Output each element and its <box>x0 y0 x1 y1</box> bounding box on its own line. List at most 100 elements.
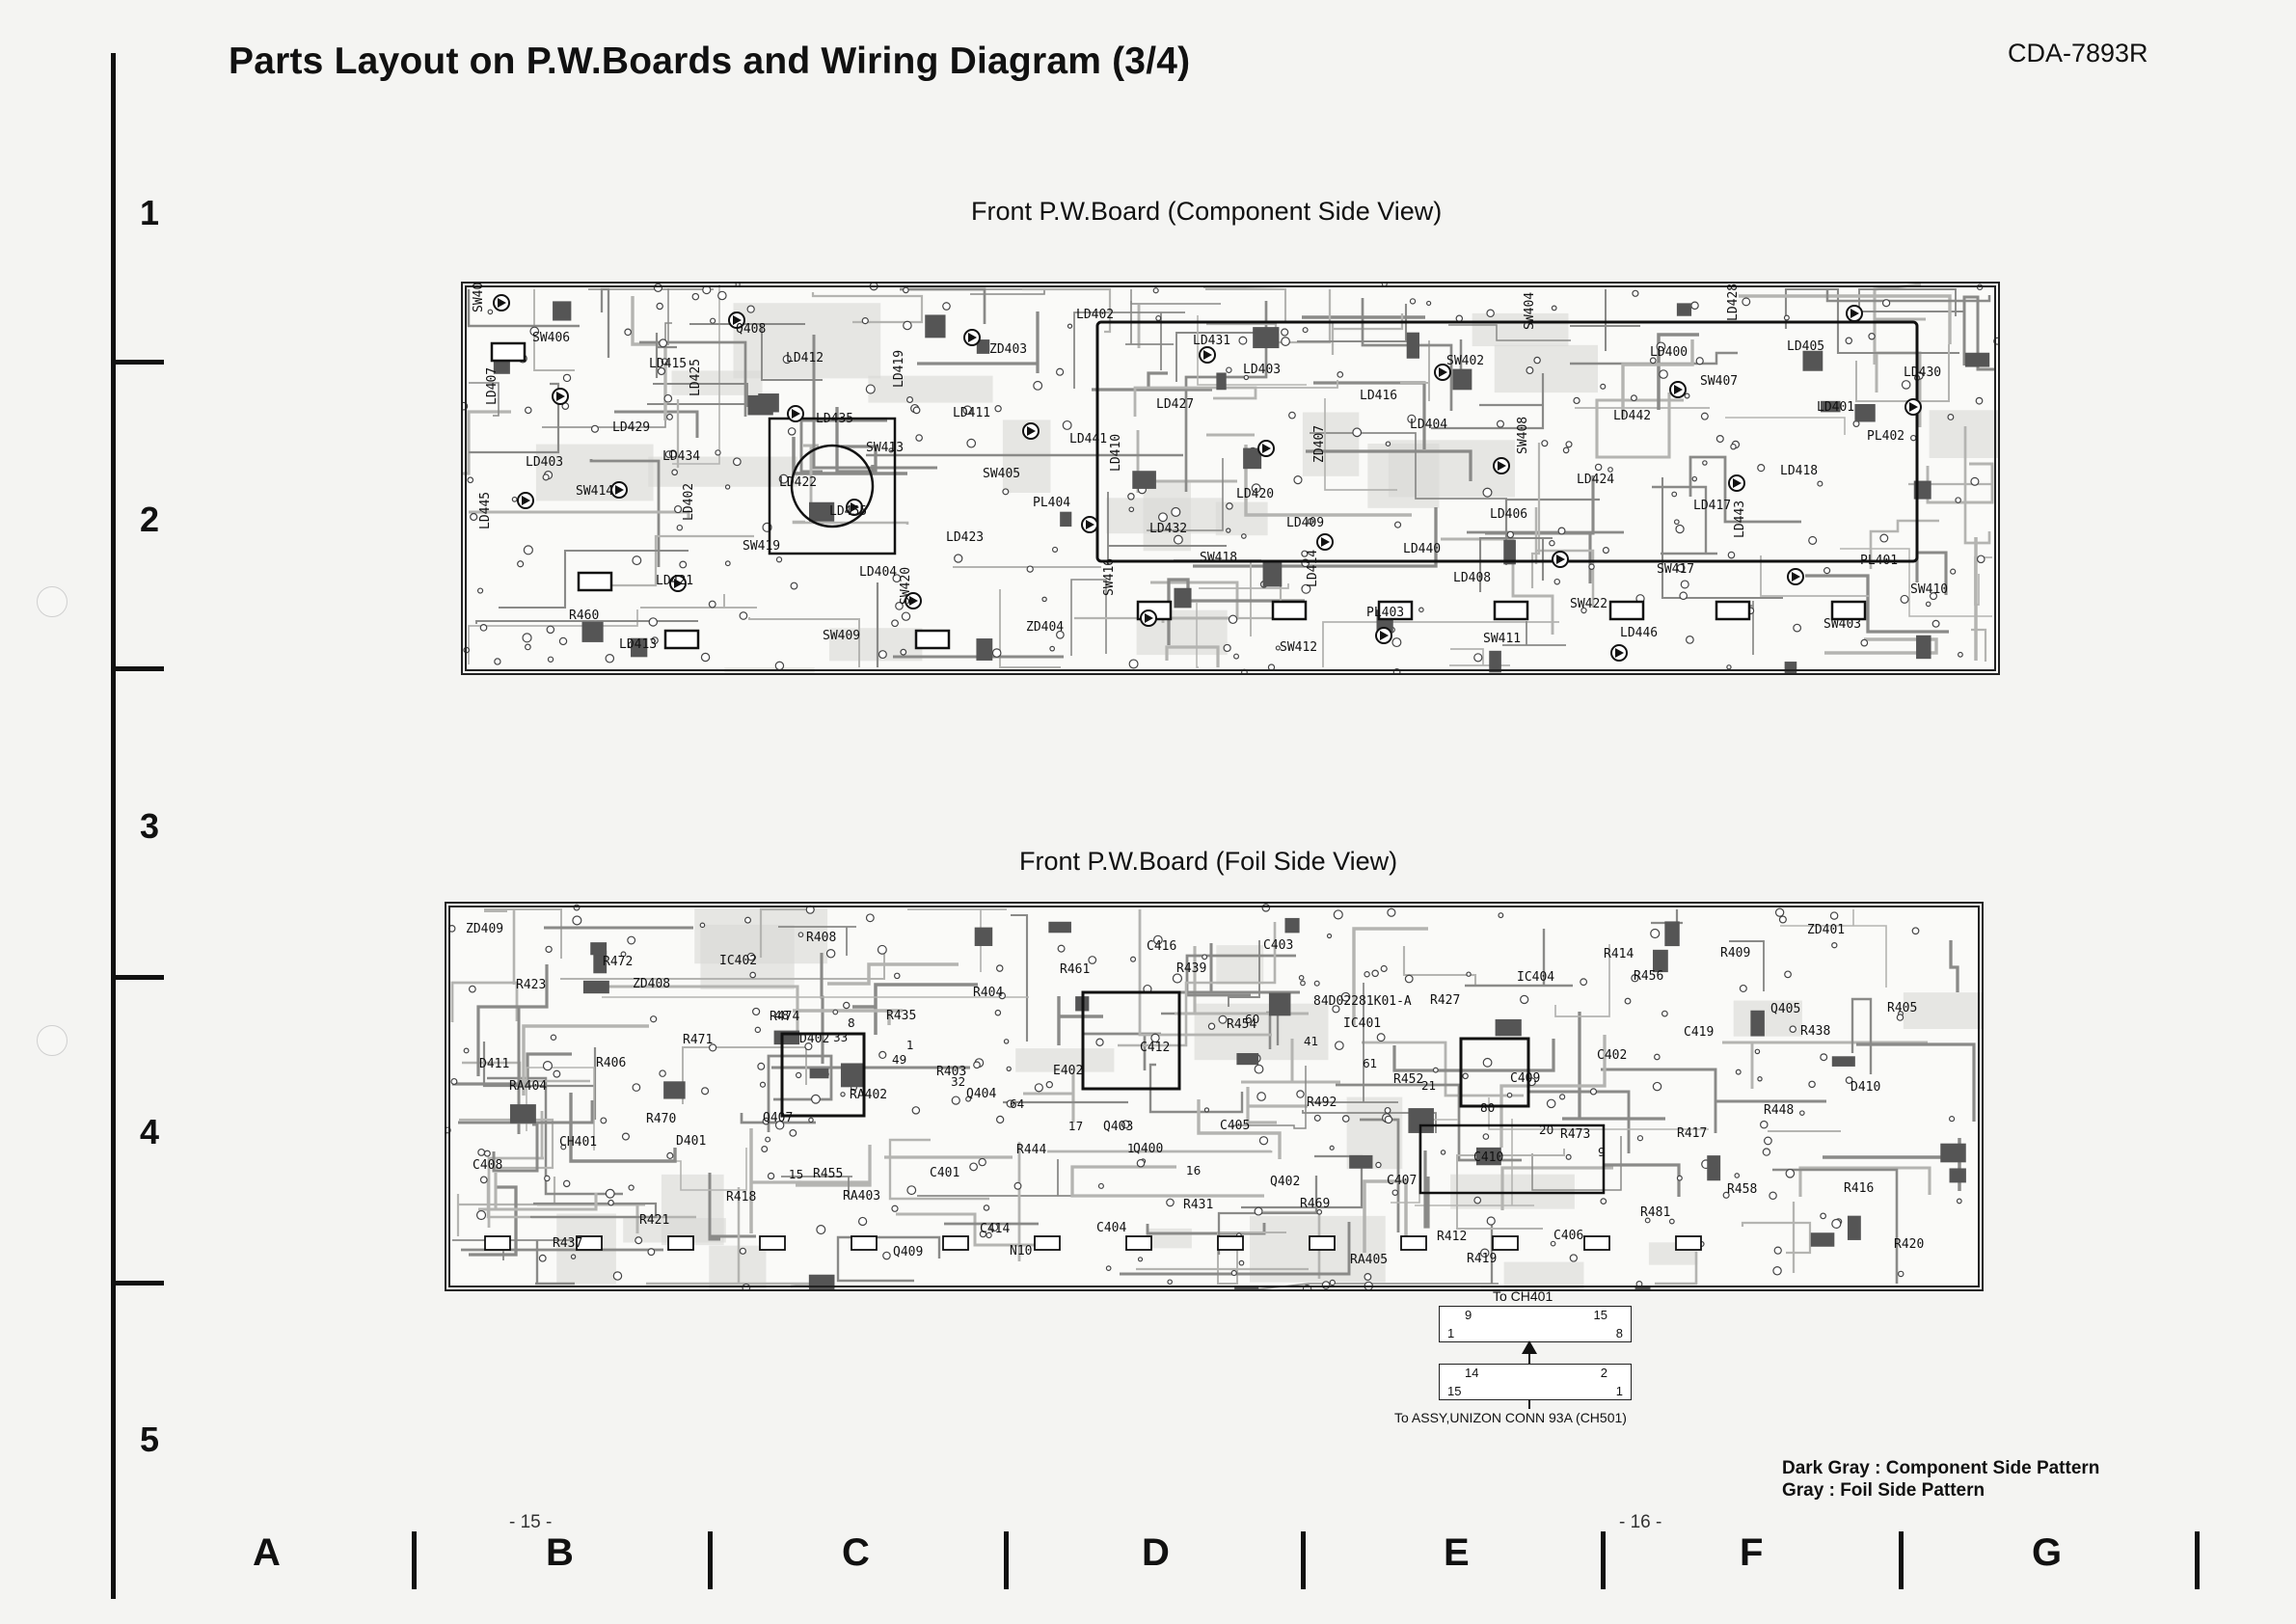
via-pad <box>1479 1248 1490 1259</box>
via-pad <box>1630 394 1637 402</box>
pcb-trace <box>499 549 689 609</box>
via-pad <box>986 1232 992 1239</box>
via-pad <box>635 1236 643 1245</box>
via-pad <box>679 560 688 569</box>
via-pad <box>804 1042 813 1051</box>
via-pad <box>1041 596 1047 603</box>
part-label: Q403 <box>1103 1120 1133 1134</box>
via-pad <box>1167 1279 1173 1286</box>
via-pad <box>1762 1148 1771 1156</box>
part-label: R404 <box>973 986 1003 1000</box>
led-symbol <box>968 333 977 342</box>
pcb-trace <box>614 410 699 438</box>
via-pad <box>1588 563 1595 570</box>
pcb-trace <box>478 1173 598 1211</box>
via-pad <box>991 648 1002 658</box>
via-pad <box>1218 1015 1228 1024</box>
via-pad <box>1243 374 1250 381</box>
pcb-trace <box>600 287 610 358</box>
via-pad <box>483 1150 491 1157</box>
via-pad <box>558 636 568 646</box>
smd-part <box>576 1235 603 1251</box>
part-label: SW406 <box>532 331 570 345</box>
via-pad <box>1702 460 1708 466</box>
led-symbol <box>1615 648 1624 658</box>
pcb-trace <box>1856 1042 1976 1122</box>
via-pad <box>754 1026 762 1034</box>
via-pad <box>1739 984 1747 992</box>
via-pad <box>1049 645 1056 652</box>
via-pad <box>1680 580 1689 589</box>
pcb-trace <box>888 1138 989 1201</box>
via-pad <box>1288 411 1296 420</box>
via-pad <box>546 625 555 635</box>
pcb-trace <box>1184 301 1268 492</box>
via-pad <box>994 405 1002 413</box>
via-pad <box>708 1043 717 1052</box>
via-pad <box>475 1209 487 1221</box>
part-label: LD427 <box>1156 397 1194 412</box>
via-pad <box>699 922 706 929</box>
pattern-block <box>1810 1232 1835 1247</box>
pin-label: 2 <box>1600 1366 1607 1380</box>
part-label: R492 <box>1307 1096 1337 1110</box>
via-pad <box>1003 1039 1010 1044</box>
pin-label: 15 <box>1447 1384 1462 1398</box>
pattern-block <box>976 339 990 354</box>
via-pad <box>1486 1216 1496 1226</box>
pattern-block <box>1060 511 1072 528</box>
pcb-trace <box>708 1173 756 1241</box>
part-label: LD423 <box>946 530 984 545</box>
pcb-trace <box>1297 304 1408 343</box>
part-label: SW409 <box>823 629 860 643</box>
pcb-trace <box>1310 983 1398 1103</box>
via-pad <box>1559 1094 1566 1100</box>
via-pad <box>749 971 757 979</box>
led-symbol <box>733 315 742 325</box>
part-label: LD413 <box>619 637 657 652</box>
via-pad <box>1817 480 1823 487</box>
via-pad <box>1948 1116 1956 1123</box>
pattern-block <box>1284 917 1300 934</box>
column-divider <box>1004 1531 1009 1589</box>
pcb-trace <box>1177 943 1300 994</box>
via-pad <box>893 972 901 980</box>
part-label: SW402 <box>1446 354 1484 368</box>
via-pad <box>840 1092 846 1097</box>
pattern-block <box>1940 1143 1966 1163</box>
via-pad <box>1896 1014 1904 1021</box>
part-label: SW401 <box>472 284 486 312</box>
pcb-trace <box>1197 1099 1282 1159</box>
ic-pin-number: 32 <box>951 1075 965 1089</box>
via-pad <box>1602 547 1609 555</box>
column-label: A <box>253 1531 281 1574</box>
part-label: Q400 <box>1133 1142 1163 1156</box>
via-pad <box>892 574 902 583</box>
via-pad <box>550 1034 557 1041</box>
via-pad <box>674 504 683 514</box>
pcb-trace <box>1739 294 1952 344</box>
part-label: D410 <box>1850 1080 1880 1095</box>
via-pad <box>523 545 533 555</box>
via-pad <box>1652 1081 1662 1092</box>
row-label: 1 <box>140 193 160 232</box>
via-pad <box>1172 973 1183 984</box>
part-label: LD416 <box>1360 389 1397 403</box>
pattern-block <box>1784 662 1797 673</box>
part-label: LD403 <box>526 455 563 470</box>
via-pad <box>1845 1076 1853 1084</box>
part-label: Q409 <box>893 1245 923 1259</box>
led-symbol <box>1380 631 1389 640</box>
via-pad <box>1947 414 1955 420</box>
via-pad <box>1409 298 1417 305</box>
pcb-trace <box>1570 289 1640 351</box>
via-pad <box>1580 978 1588 987</box>
via-pad <box>1051 546 1059 553</box>
via-pad <box>1956 1198 1962 1204</box>
via-pad <box>1056 630 1065 639</box>
via-pad <box>1393 521 1402 528</box>
pattern-block <box>808 501 835 522</box>
via-pad <box>1676 563 1686 573</box>
via-pad <box>1685 636 1694 644</box>
via-pad <box>1793 623 1802 633</box>
